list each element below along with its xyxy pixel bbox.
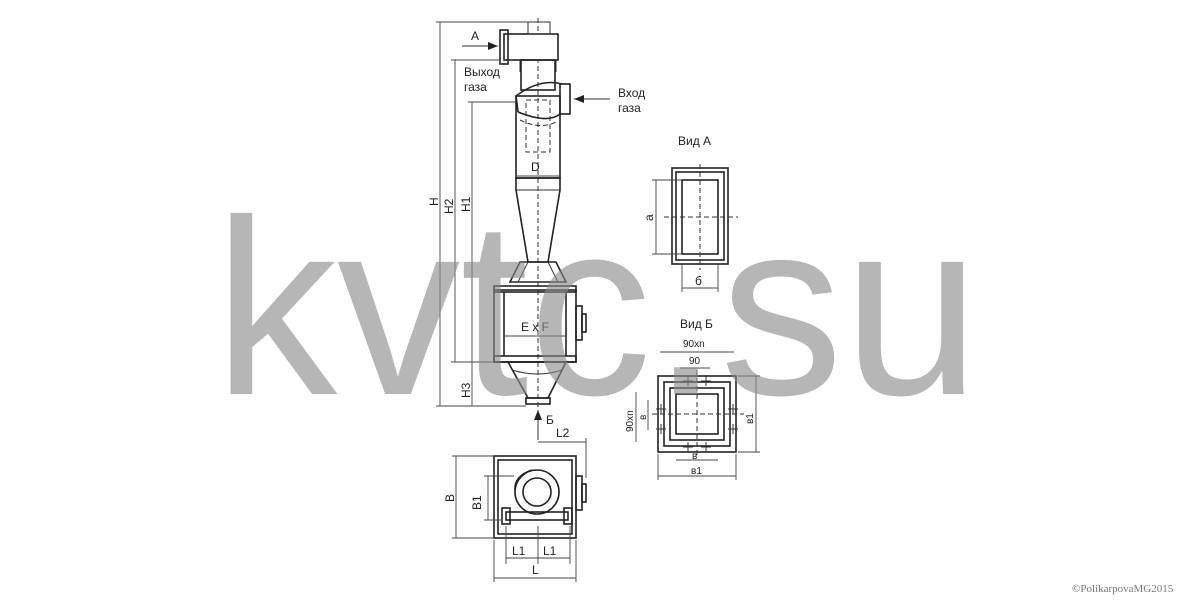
view-b-v1-right-label: в1: [745, 413, 756, 424]
body-size-label: E x F: [521, 320, 549, 334]
height-h2-label: H2: [442, 198, 456, 214]
copyright-note: ©PolikarpovaMG2015: [1072, 583, 1174, 595]
plan-l-label: L: [532, 563, 539, 577]
gas-inlet-label-line1: Вход: [618, 86, 645, 100]
view-b-v1-bottom-label: в1: [691, 466, 702, 477]
view-b-title: Вид Б: [680, 317, 713, 331]
view-a: Вид А а б: [642, 134, 738, 292]
gas-outlet-label: Выход газа: [464, 65, 503, 94]
gas-outlet-label-line1: Выход: [464, 65, 500, 79]
height-h-label: H: [427, 197, 441, 206]
view-b-90xn-top-label: 90хn: [683, 339, 705, 350]
plan-l2-label: L2: [556, 426, 570, 440]
plan-b1-label: B1: [470, 495, 484, 510]
view-b-90xn-left-label: 90хn: [625, 410, 636, 432]
gas-outlet-label-line2: газа: [464, 80, 487, 94]
plan-l1-right-label: L1: [543, 544, 557, 558]
view-b: Вид Б 90хn 90 90хn в в1: [625, 317, 760, 480]
height-h1-label: H1: [459, 196, 473, 212]
view-a-dim-a-label: а: [642, 214, 656, 221]
arrow-b-label: Б: [546, 413, 554, 427]
diameter-label: D: [531, 160, 540, 174]
arrow-a-label: А: [471, 29, 479, 43]
gas-inlet-label: Вход газа: [618, 86, 649, 115]
site-watermark: kvtc.su: [214, 168, 980, 447]
view-a-dim-b-label: б: [695, 274, 702, 288]
plan-b-label: B: [443, 494, 457, 502]
cyclone-plan-view: L2 B B1 L1 L1 L: [443, 426, 587, 582]
view-a-title: Вид А: [678, 134, 711, 148]
view-b-v-bottom-label: в: [692, 451, 697, 462]
gas-inlet-label-line2: газа: [618, 101, 641, 115]
view-b-90-label: 90: [689, 356, 701, 367]
plan-l1-left-label: L1: [512, 544, 526, 558]
view-b-v-left-label: в: [638, 415, 649, 420]
cyclone-elevation: D E x F А Выход газа Вход газа Б H H2: [427, 18, 649, 440]
height-h3-label: H3: [459, 382, 473, 398]
